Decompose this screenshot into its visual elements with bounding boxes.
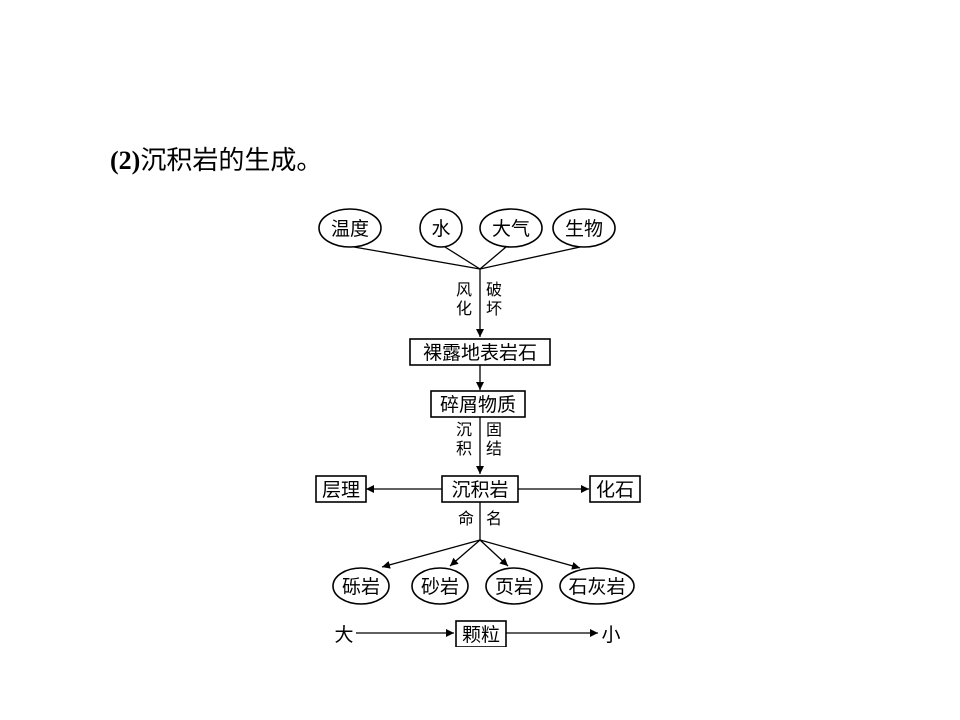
destruction-label-2: 坏 bbox=[486, 299, 502, 318]
diagram-background bbox=[314, 207, 644, 647]
sedimentary-rock-label: 沉积岩 bbox=[451, 479, 508, 501]
bedding-label: 层理 bbox=[322, 479, 360, 501]
fossil-box: 化石 bbox=[589, 475, 641, 503]
exposed-rock-label: 裸露地表岩石 bbox=[423, 342, 537, 364]
factor-organisms-label: 生物 bbox=[565, 218, 603, 240]
bedding-box: 层理 bbox=[315, 475, 367, 503]
consolidation-label-2: 结 bbox=[486, 439, 502, 458]
slide-heading: (2)沉积岩的生成。 bbox=[110, 143, 322, 179]
rock-limestone-label: 石灰岩 bbox=[568, 576, 625, 598]
factor-water-label: 水 bbox=[431, 218, 450, 240]
fossil-label: 化石 bbox=[596, 479, 634, 501]
naming-label-2: 名 bbox=[486, 509, 502, 528]
converging-lines bbox=[353, 246, 581, 270]
destruction-label-1: 破 bbox=[486, 280, 502, 299]
factor-temperature: 温度 bbox=[318, 208, 382, 248]
naming-label-1: 命 bbox=[458, 509, 474, 528]
consolidation-label-1: 固 bbox=[486, 420, 502, 439]
rock-sandstone-label: 砂岩 bbox=[421, 576, 459, 598]
rock-limestone: 石灰岩 bbox=[559, 567, 635, 605]
particle-label: 颗粒 bbox=[462, 624, 500, 646]
weathering-label-2: 化 bbox=[456, 299, 472, 318]
sedimentary-rock-box: 沉积岩 bbox=[441, 475, 519, 503]
factor-atmosphere-label: 大气 bbox=[492, 218, 530, 240]
particle-box: 颗粒 bbox=[455, 620, 507, 647]
small-label: 小 bbox=[601, 624, 620, 646]
factor-water: 水 bbox=[419, 208, 463, 248]
debris-box: 碎屑物质 bbox=[430, 390, 526, 418]
heading-text: 沉积岩的生成。 bbox=[140, 146, 323, 176]
debris-label: 碎屑物质 bbox=[440, 394, 516, 416]
sedimentary-rock-formation-diagram: 温度 水 大气 生物 风 化 破 坏 裸露地表岩石 碎屑物质 沉 积 固 结 bbox=[314, 207, 644, 647]
weathering-label-1: 风 bbox=[456, 280, 472, 299]
factor-temperature-label: 温度 bbox=[331, 218, 369, 240]
rock-conglomerate-label: 砾岩 bbox=[342, 576, 380, 598]
factor-organisms: 生物 bbox=[552, 208, 616, 248]
rock-shale-label: 页岩 bbox=[495, 576, 533, 598]
factor-atmosphere: 大气 bbox=[479, 208, 543, 248]
rock-shale: 页岩 bbox=[485, 567, 543, 605]
deposition-label-1: 沉 bbox=[456, 420, 472, 439]
diverging-arrows bbox=[381, 539, 581, 570]
deposition-label-2: 积 bbox=[456, 439, 472, 458]
exposed-rock-box: 裸露地表岩石 bbox=[409, 338, 551, 366]
heading-number: (2) bbox=[110, 146, 141, 175]
rock-sandstone: 砂岩 bbox=[411, 567, 469, 605]
large-label: 大 bbox=[334, 624, 353, 646]
rock-conglomerate: 砾岩 bbox=[332, 567, 390, 605]
